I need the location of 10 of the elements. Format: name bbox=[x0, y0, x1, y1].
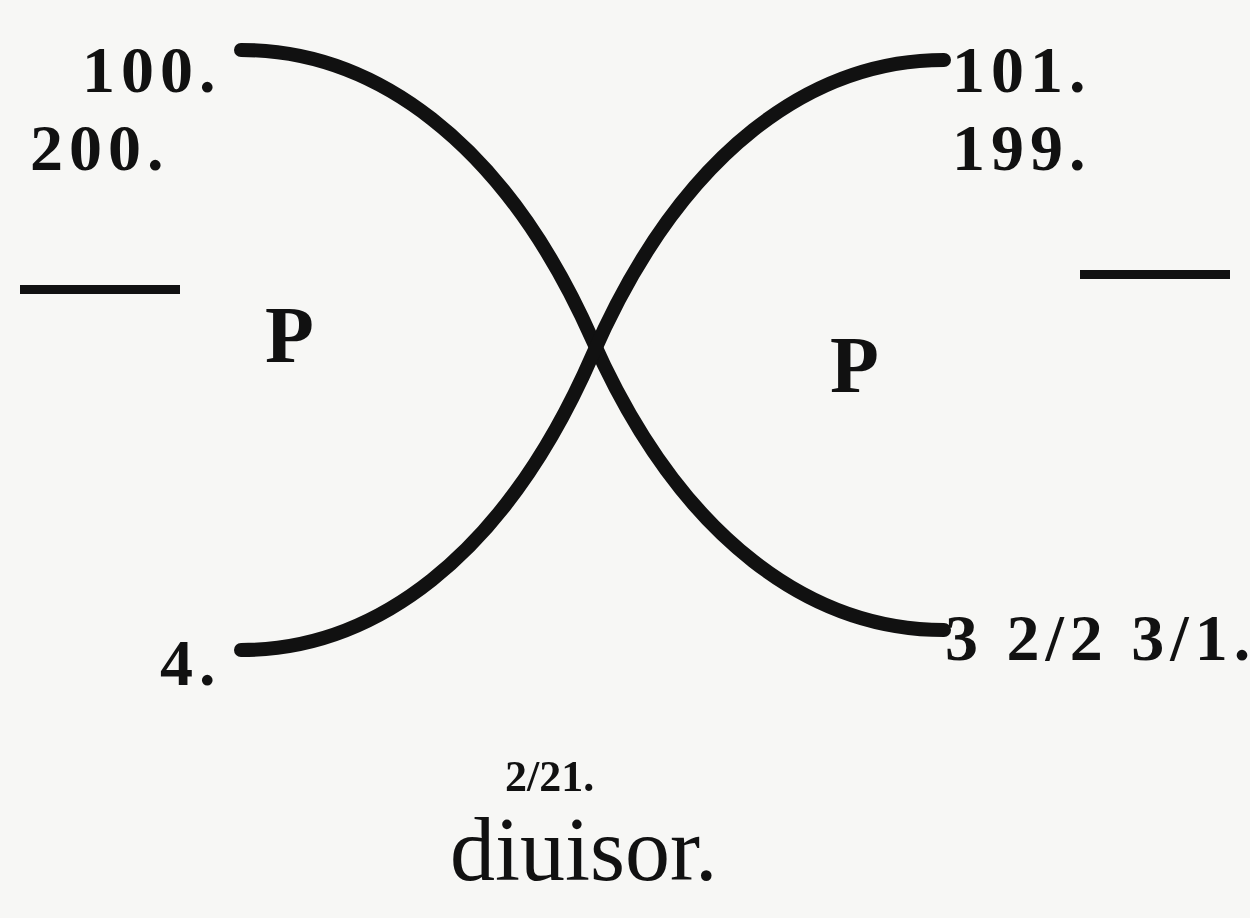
word-label: diuisor. bbox=[450, 805, 718, 895]
fraction-label: 2/21. bbox=[505, 755, 595, 799]
number-text: 199. bbox=[952, 115, 1092, 181]
letter-label: P bbox=[830, 325, 879, 405]
number-text: 101. bbox=[952, 37, 1092, 103]
number-text: 4. bbox=[160, 630, 222, 696]
number-text: 3 2/2 3/1. bbox=[945, 605, 1250, 671]
number-text: 200. bbox=[30, 115, 170, 181]
number-text: 100. bbox=[82, 37, 222, 103]
letter-label: P bbox=[265, 295, 314, 375]
